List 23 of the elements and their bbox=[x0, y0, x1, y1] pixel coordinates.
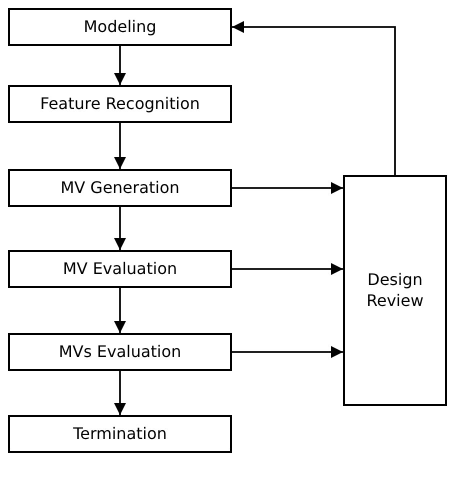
arrow bbox=[232, 346, 343, 358]
process-box bbox=[8, 169, 232, 207]
process-box bbox=[8, 333, 232, 371]
node-label: Design Review bbox=[365, 270, 425, 312]
node-label: MV Generation bbox=[60, 178, 180, 198]
node-label: Feature Recognition bbox=[40, 94, 200, 114]
arrow bbox=[114, 207, 126, 250]
arrow bbox=[232, 263, 343, 275]
arrow bbox=[114, 46, 126, 85]
process-box bbox=[8, 85, 232, 123]
arrow bbox=[114, 123, 126, 169]
process-box bbox=[8, 415, 232, 453]
arrow bbox=[114, 288, 126, 333]
arrow bbox=[114, 371, 126, 415]
arrow bbox=[232, 21, 396, 175]
process-box bbox=[8, 8, 232, 46]
review-box bbox=[343, 175, 447, 406]
node-label: MV Evaluation bbox=[62, 258, 178, 280]
node-label: Termination bbox=[73, 424, 167, 444]
process-box bbox=[8, 250, 232, 288]
node-label: Modeling bbox=[84, 16, 156, 38]
node-label: MVs Evaluation bbox=[58, 342, 182, 362]
arrow bbox=[232, 182, 343, 194]
